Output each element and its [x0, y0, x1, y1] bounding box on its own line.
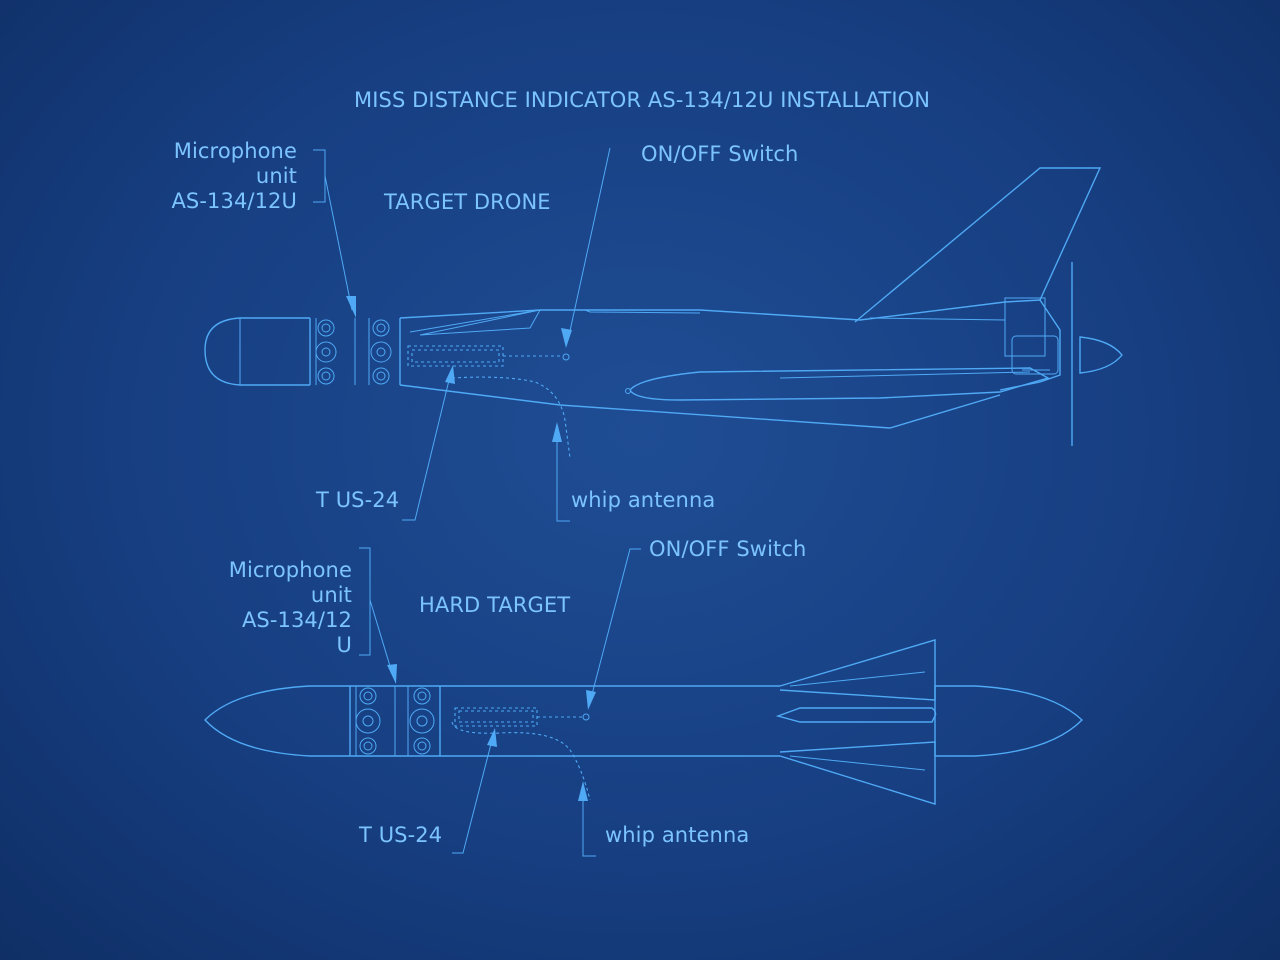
- hard-target-drawing: [204, 639, 1084, 805]
- hard-onoff-switch-point: [582, 713, 590, 721]
- drone-transmitter-box: [407, 345, 504, 367]
- drone-fuselage: [399, 299, 1061, 429]
- drone-leaders: [313, 147, 611, 522]
- hard-leaders: [359, 547, 641, 857]
- drone-microphone-line-3: AS-134/12U: [171, 189, 297, 213]
- hard-microphone-line-4: U: [336, 633, 352, 657]
- hard-microphone-line-1: Microphone: [228, 558, 352, 582]
- diagram-title: MISS DISTANCE INDICATOR AS-134/12U INSTA…: [354, 88, 931, 112]
- drone-nose: [204, 317, 310, 386]
- drone-spinner: [1079, 336, 1123, 374]
- hard-switch-label: ON/OFF Switch: [649, 537, 807, 561]
- drone-tail-fin: [854, 167, 1102, 323]
- drone-antenna-label: whip antenna: [571, 488, 716, 512]
- hard-microphone-line-2: unit: [310, 583, 352, 607]
- drone-microphone-line-2: unit: [255, 164, 297, 188]
- hard-microphone-line-3: AS-134/12: [241, 608, 352, 632]
- target-drone-drawing: [204, 167, 1123, 459]
- drone-microphone-section: [309, 318, 401, 385]
- drone-microphone-line-1: Microphone: [173, 139, 297, 163]
- hard-antenna-label: whip antenna: [605, 823, 750, 847]
- drone-wing: [629, 367, 1050, 401]
- hard-microphone-section: [349, 686, 441, 756]
- hard-target-body: [204, 685, 1084, 757]
- drone-tus-label: T US-24: [316, 488, 400, 512]
- drone-heading: TARGET DRONE: [384, 190, 551, 214]
- hard-target-fins: [775, 639, 937, 805]
- drone-onoff-switch-point: [562, 353, 570, 361]
- hard-microphone-label: Microphone unit AS-134/12 U: [190, 558, 352, 658]
- hard-tus-label: T US-24: [359, 823, 443, 847]
- hard-heading: HARD TARGET: [419, 593, 571, 617]
- drone-switch-label: ON/OFF Switch: [641, 142, 799, 166]
- drone-microphone-label: Microphone unit AS-134/12U: [140, 139, 297, 214]
